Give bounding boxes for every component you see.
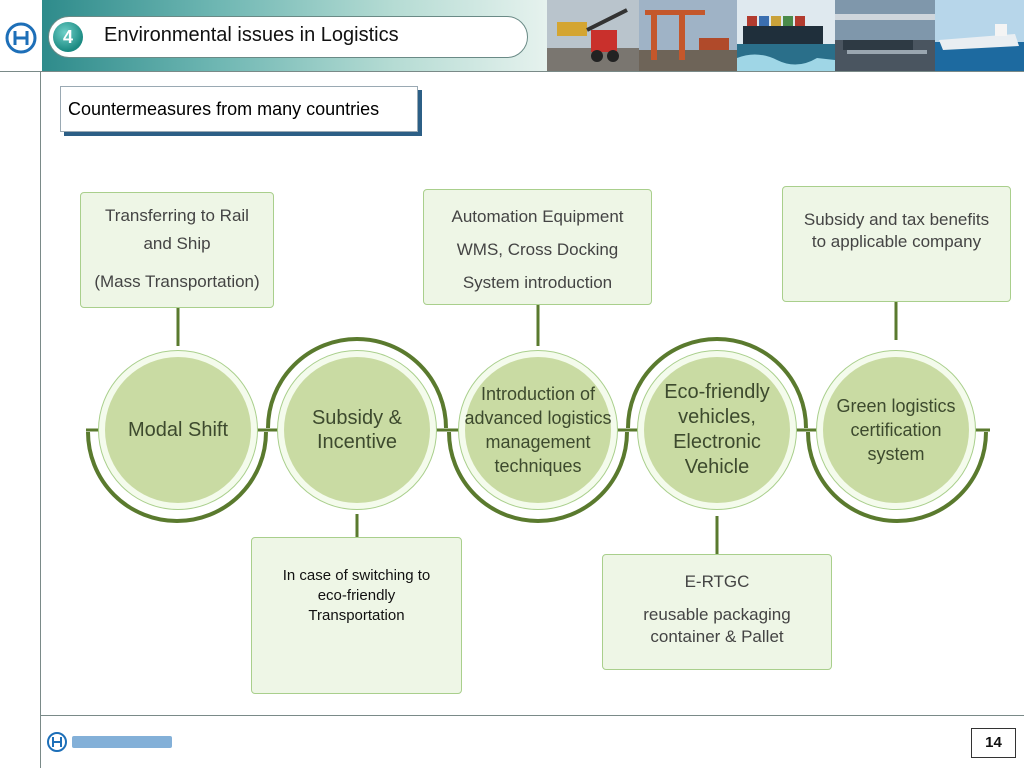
container-ship-photo — [737, 0, 835, 72]
box-eco: E-RTGC reusable packaging container & Pa… — [602, 554, 832, 670]
section-number-badge: 4 — [53, 22, 83, 52]
box-modal-shift-line1: Transferring to Rail — [105, 206, 249, 225]
arc-advanced — [447, 431, 629, 523]
circle-label-green: Green logistics certification system — [836, 396, 956, 464]
circle-eco — [644, 357, 790, 503]
box-green: Subsidy and tax benefits to applicable c… — [782, 186, 1011, 302]
circle-label-advanced: Introduction of advanced logistics manag… — [464, 384, 612, 476]
subtitle-box: Countermeasures from many countries — [60, 86, 418, 132]
box-modal-shift-line2: and Ship — [143, 234, 211, 253]
title-pill — [48, 16, 528, 58]
box-modal-shift-line3: (Mass Transportation) — [94, 272, 260, 291]
box-subsidy-text: In case of switching to eco-friendly Tra… — [282, 567, 431, 624]
arc-modal-shift — [86, 431, 268, 523]
box-subsidy: In case of switching to eco-friendly Tra… — [251, 537, 462, 694]
bridge-port-photo — [835, 0, 935, 72]
arc-subsidy — [266, 337, 448, 429]
circle-green — [823, 357, 969, 503]
box-advanced-line2: WMS, Cross Docking — [456, 240, 619, 259]
arc-eco — [626, 337, 808, 429]
page-number: 14 — [971, 728, 1016, 758]
box-eco-line2: reusable packaging container & Pallet — [643, 605, 791, 646]
footer-rule — [40, 715, 1024, 716]
circle-label-eco: Eco-friendly vehicles, Electronic Vehicl… — [664, 381, 770, 478]
box-eco-line1: E-RTGC — [684, 572, 750, 591]
circle-modal-shift — [105, 357, 251, 503]
header-rule — [0, 71, 1024, 72]
tanker-ship-photo — [935, 0, 1024, 72]
arc-green — [806, 431, 988, 523]
container-crane-photo — [639, 0, 737, 72]
circle-label-modal-shift: Modal Shift — [127, 419, 229, 441]
left-rule — [40, 72, 41, 768]
company-logo-icon — [5, 22, 37, 54]
slide-header: 4 Environmental issues in Logistics — [0, 0, 1024, 72]
reach-stacker-photo — [547, 0, 639, 72]
box-advanced-line3: System introduction — [462, 273, 613, 292]
circle-subsidy — [284, 357, 430, 503]
box-modal-shift: Transferring to Rail and Ship (Mass Tran… — [80, 192, 274, 308]
circle-label-subsidy: Subsidy & Incentive — [311, 407, 403, 453]
box-advanced: Automation Equipment WMS, Cross Docking … — [423, 189, 652, 305]
footer-company-logo-icon — [47, 732, 172, 752]
box-advanced-line1: Automation Equipment — [451, 207, 624, 226]
slide-title: Environmental issues in Logistics — [104, 24, 399, 46]
circle-advanced — [465, 357, 611, 503]
box-green-text: Subsidy and tax benefits to applicable c… — [803, 210, 990, 251]
